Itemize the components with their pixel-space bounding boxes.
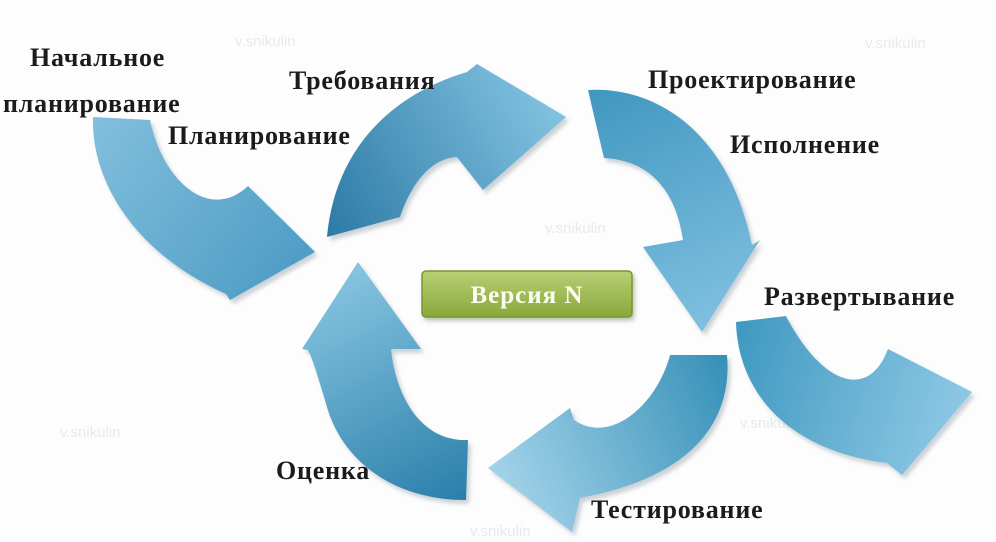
label-testing: Тестирование [591,495,763,524]
arrow-implementation-testing [488,355,728,532]
arrow-deployment [736,316,972,475]
arrow-initial-planning [92,117,315,300]
label-evaluation: Оценка [276,456,370,485]
version-box: Версия N [421,270,633,318]
arrow-design-implementation [588,89,760,333]
label-requirements: Требования [289,66,435,95]
watermark: v.snikulin [60,424,121,441]
label-deployment: Развертывание [764,282,955,311]
version-box-background [421,270,633,318]
label-initial-planning-line2: планирование [3,89,180,118]
label-design: Проектирование [648,65,857,94]
label-planning: Планирование [168,121,351,150]
watermark: v.snikulin [470,523,531,540]
watermark: v.snikulin [235,33,296,50]
watermark: v.snikulin [865,35,926,52]
label-layer: Начальное планирование Планирование Треб… [3,43,955,524]
watermark: v.snikulin [545,220,606,237]
arrow-evaluation-planning [302,262,468,500]
label-initial-planning-line1: Начальное [30,43,165,72]
version-box-label: Версия N [470,282,583,309]
label-implementation: Исполнение [730,130,880,159]
watermark-layer: v.snikulin v.snikulin v.snikulin v.sniku… [60,33,926,540]
arrow-planning-requirements [327,64,566,237]
